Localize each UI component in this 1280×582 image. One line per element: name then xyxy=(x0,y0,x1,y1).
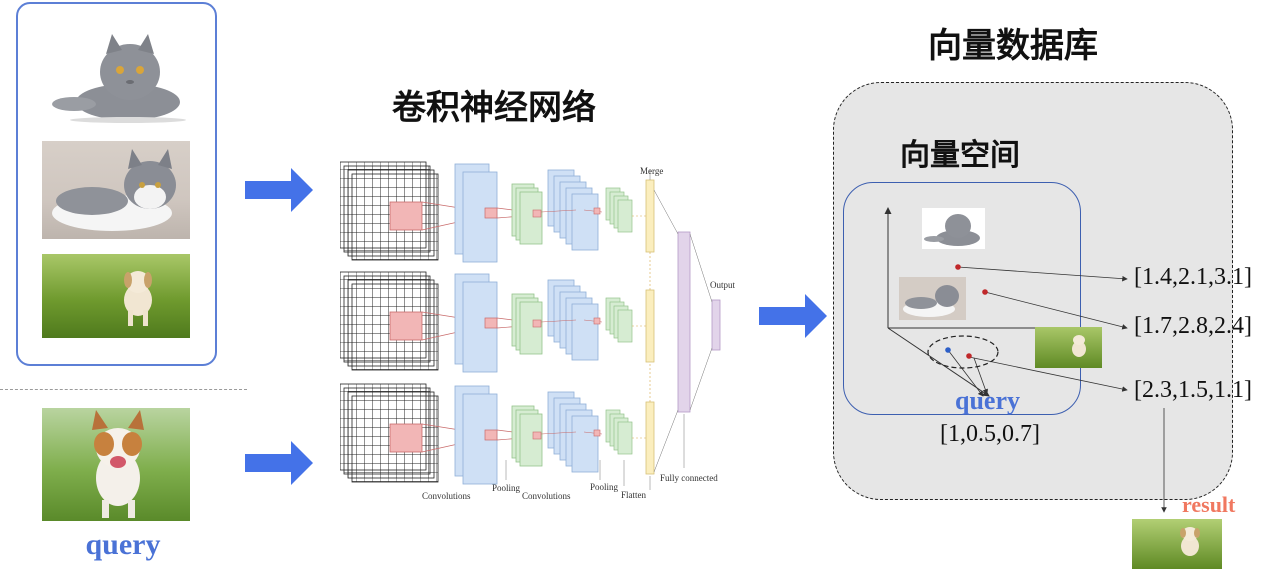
label-pooling-2: Pooling xyxy=(590,482,619,492)
space-query-label: query xyxy=(955,386,1020,415)
label-convolutions-2: Convolutions xyxy=(522,491,571,501)
label-convolutions-1: Convolutions xyxy=(422,491,471,501)
vector-3: [2.3,1.5,1.1] xyxy=(1134,377,1252,403)
space-cat-photo-1 xyxy=(922,208,985,249)
vector-1: [1.4,2.1,3.1] xyxy=(1134,264,1252,290)
label-fully-connected: Fully connected xyxy=(660,473,718,483)
label-merge: Merge xyxy=(640,166,664,176)
section-divider xyxy=(0,389,247,390)
vector-space-box xyxy=(843,182,1081,415)
cnn-title: 卷积神经网络 xyxy=(392,88,596,128)
image-dataset-box xyxy=(16,2,217,366)
result-label: result xyxy=(1182,492,1236,517)
query-vector: [1,0.5,0.7] xyxy=(940,421,1040,447)
query-label: query xyxy=(85,528,161,561)
space-cat-photo-2 xyxy=(899,277,966,320)
vector-db-title: 向量数据库 xyxy=(928,26,1098,66)
result-dog-photo xyxy=(1132,519,1222,569)
arrow-images-to-cnn xyxy=(245,168,313,212)
cat-photo-2 xyxy=(42,141,190,239)
dog-photo-1 xyxy=(42,254,190,338)
label-pooling-1: Pooling xyxy=(492,483,521,493)
vector-space-title: 向量空间 xyxy=(900,138,1020,173)
cat-photo-1 xyxy=(50,32,190,124)
vector-2: [1.7,2.8,2.4] xyxy=(1134,313,1252,339)
vector-space-lines xyxy=(884,207,1167,513)
label-output: Output xyxy=(710,280,736,290)
query-dog-photo xyxy=(42,408,190,521)
label-flatten: Flatten xyxy=(621,490,646,500)
space-dog-photo xyxy=(1035,327,1102,368)
arrow-cnn-to-db xyxy=(759,294,827,338)
cnn-diagram xyxy=(340,161,721,490)
arrow-query-to-cnn xyxy=(245,441,313,485)
